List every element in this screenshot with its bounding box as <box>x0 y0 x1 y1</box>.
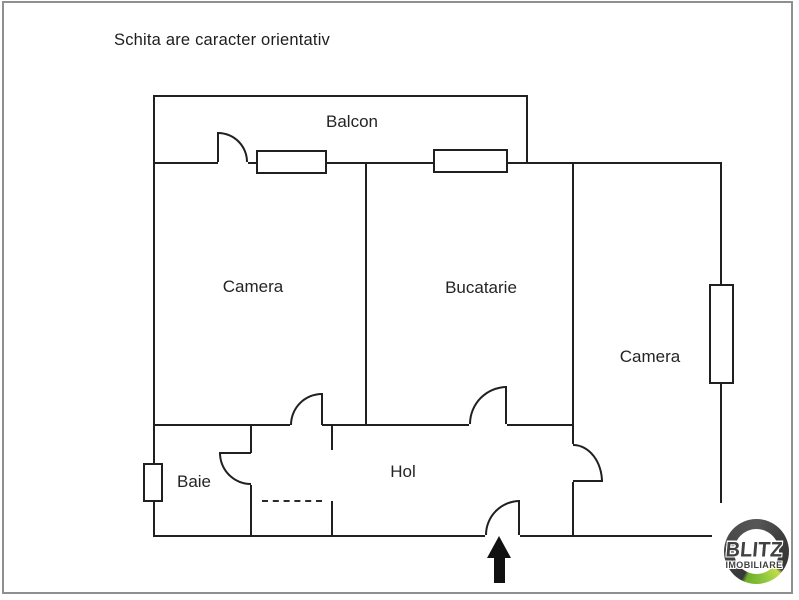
window <box>433 149 508 173</box>
wall-segment <box>526 95 528 164</box>
window <box>709 284 734 384</box>
window <box>143 463 163 502</box>
door-arc <box>290 393 322 425</box>
room-label-baie: Baie <box>176 472 212 491</box>
door-arc <box>573 444 603 482</box>
logo-ring-icon <box>724 519 789 584</box>
wall-segment <box>331 424 333 450</box>
wall-segment <box>572 482 574 537</box>
wall-segment <box>250 485 252 537</box>
room-label-balcon: Balcon <box>326 112 378 131</box>
dashed-opening <box>262 500 322 502</box>
page-title: Schita are caracter orientativ <box>114 31 331 49</box>
entrance-arrow-head <box>487 536 511 558</box>
wall-segment <box>153 95 528 97</box>
door-leaf <box>321 393 323 425</box>
wall-segment <box>520 535 722 537</box>
door-arc <box>485 500 520 535</box>
wall-segment <box>331 501 333 537</box>
wall-segment <box>153 535 485 537</box>
door-arc <box>219 453 251 485</box>
door-arc <box>218 132 248 162</box>
door-arc <box>469 386 507 424</box>
wall-segment <box>153 162 218 164</box>
wall-segment <box>250 424 252 453</box>
room-label-camera-left: Camera <box>222 277 284 296</box>
wall-segment <box>153 95 155 164</box>
wall-segment <box>153 162 155 537</box>
wall-segment <box>153 424 290 426</box>
wall-segment <box>322 424 469 426</box>
wall-segment <box>365 162 367 425</box>
blitz-logo: BLITZ IMOBILIARE <box>712 503 796 596</box>
entrance-arrow-shaft <box>494 556 505 583</box>
room-label-camera-right: Camera <box>619 347 681 366</box>
wall-segment <box>507 424 573 426</box>
wall-segment <box>572 162 574 444</box>
window <box>256 150 327 174</box>
room-label-hol: Hol <box>390 462 416 481</box>
room-label-bucatarie: Bucatarie <box>445 278 517 297</box>
logo-ring-inner <box>734 529 779 574</box>
image-frame-border <box>2 1 793 594</box>
logo-brand-text: BLITZ <box>724 538 784 562</box>
logo-subtitle-text: IMOBILIARE <box>725 560 783 570</box>
